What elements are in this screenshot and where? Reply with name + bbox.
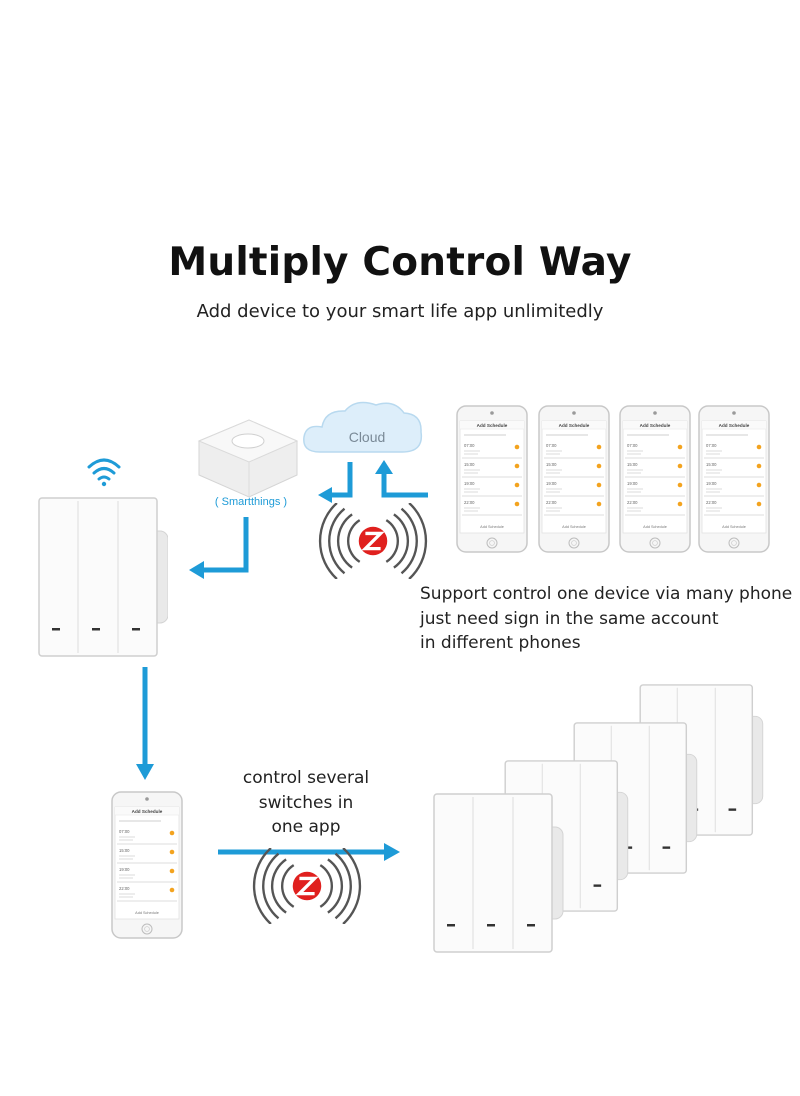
phone xyxy=(456,405,528,553)
note-line: control several xyxy=(242,768,370,788)
phone xyxy=(698,405,770,553)
multi-phone-note: Support control one device via many phon… xyxy=(420,582,792,656)
several-switches-note: control several switches in one app xyxy=(226,766,386,840)
note-line: switches in xyxy=(258,792,354,813)
flow-arrows xyxy=(142,462,428,855)
main-switch xyxy=(38,497,168,657)
zigbee-icon xyxy=(252,848,362,924)
cloud-label: Cloud xyxy=(349,429,386,445)
phone xyxy=(538,405,610,553)
arrow-phones-to-cloud xyxy=(381,472,428,498)
wifi-icon xyxy=(87,458,121,487)
hub-label: ( Smartthings ) xyxy=(215,496,287,508)
hub-icon xyxy=(197,419,299,498)
phone xyxy=(619,405,691,553)
phone xyxy=(111,791,183,939)
switch xyxy=(433,793,564,953)
note-line: in different phones xyxy=(420,633,581,653)
arrow-hub-to-switch xyxy=(203,517,249,573)
note-line: just need sign in the same account xyxy=(420,608,719,629)
note-line: one app xyxy=(271,817,341,837)
page-title: Multiply Control Way xyxy=(168,240,632,285)
note-line: Support control one device via many phon… xyxy=(420,584,793,604)
cloud-icon xyxy=(303,401,423,453)
zigbee-icon xyxy=(318,503,428,579)
arrow-cloud-to-hub xyxy=(330,462,353,498)
page-subtitle: Add device to your smart life app unlimi… xyxy=(196,301,604,322)
